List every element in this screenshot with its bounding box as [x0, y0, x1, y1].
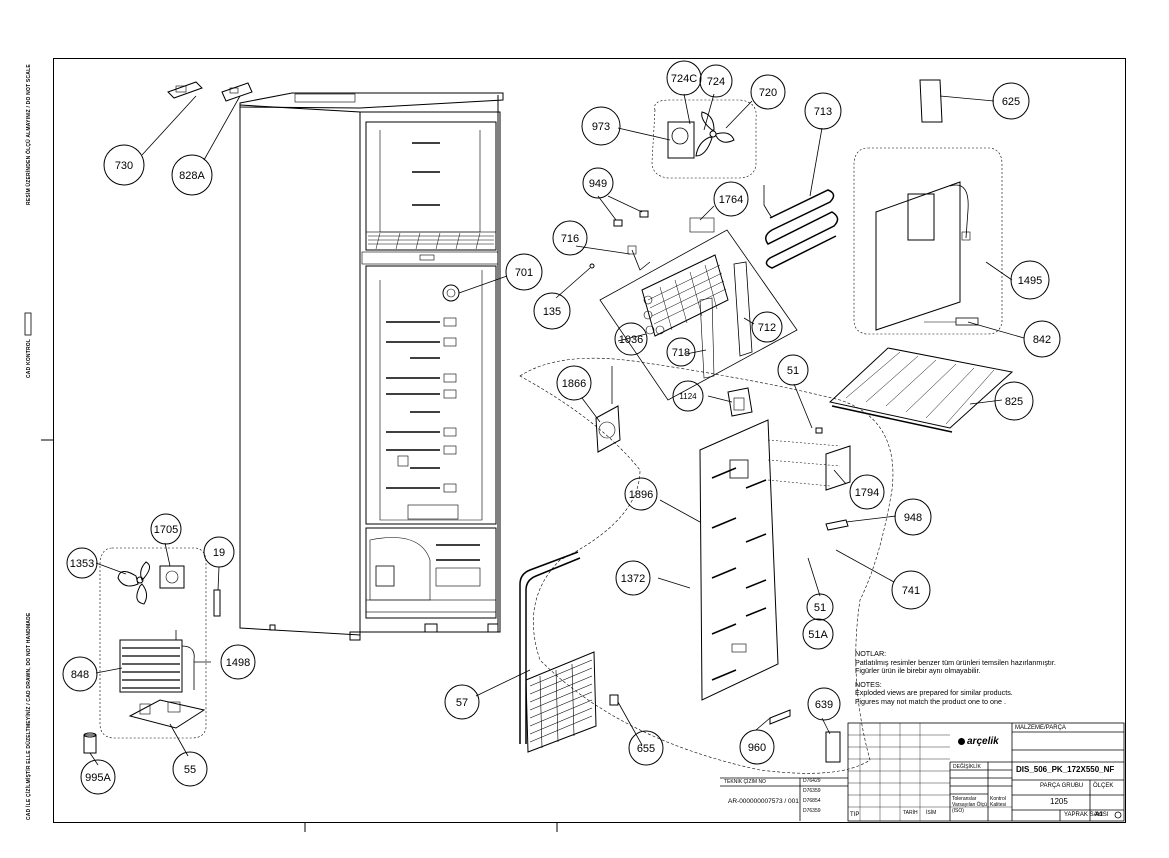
- callout-948: 948: [904, 512, 922, 524]
- notes-line1-en: Exploded views are prepared for similar …: [855, 688, 1013, 698]
- callout-741: 741: [902, 585, 920, 597]
- bracket-1124: [727, 387, 753, 417]
- part-948: [825, 519, 849, 531]
- callout-1036: 1036: [619, 334, 643, 346]
- notes-line1-tr: Patlatılmış resimler benzer tüm ürünleri…: [855, 657, 1056, 667]
- callout-724c: 724C: [671, 73, 697, 85]
- callout-51a: 51A: [808, 629, 828, 641]
- callout-circles: [62, 60, 1061, 795]
- part-group-label: PARÇA GRUBU: [1040, 783, 1084, 789]
- brand-dot-icon: [958, 738, 965, 745]
- drawing-notes: NOTLAR: Patlatılmış resimler benzer tüm …: [855, 649, 1056, 707]
- callout-712: 712: [758, 322, 776, 334]
- rear-panel-assembly: [853, 147, 1003, 335]
- sheet-label: YAPRAK SAYISI: [1064, 812, 1109, 818]
- handle-parts: [167, 81, 253, 102]
- leader-lines: [89, 93, 1025, 766]
- callout-730: 730: [115, 160, 133, 172]
- back-cover-1372: [699, 419, 841, 701]
- control-label: Kontrol Kalitesi: [990, 796, 1007, 808]
- callout-724: 724: [707, 76, 725, 88]
- part-639: [825, 731, 841, 763]
- scale-label: ÖLÇEK: [1093, 783, 1114, 789]
- brand-logo: arçelik: [958, 736, 999, 747]
- drawing-number-label: TEKNİK ÇİZİM NO: [724, 779, 766, 785]
- callout-1495: 1495: [1018, 275, 1042, 287]
- callout-labels: 730 828A 701 135 973 724C 724 720 713 62…: [70, 73, 1051, 784]
- callout-828a: 828A: [179, 170, 205, 182]
- rev-code-2: D76359: [803, 788, 821, 794]
- drawing-title: DIS_506_PK_172X550_NF: [1016, 765, 1115, 774]
- part-group-value: 1205: [1050, 797, 1068, 806]
- title-block-grid: [720, 722, 1125, 822]
- rev-code-3: D76854: [803, 798, 821, 804]
- callout-1124: 1124: [679, 392, 697, 401]
- callout-1764: 1764: [719, 194, 743, 206]
- callout-639: 639: [815, 699, 833, 711]
- part-625: [919, 79, 943, 123]
- part-51: [815, 427, 823, 434]
- callout-701: 701: [515, 267, 533, 279]
- rev-code-4: D76359: [803, 808, 821, 814]
- callout-19: 19: [213, 547, 225, 559]
- refrigerator-cabinet: [239, 92, 504, 641]
- callout-1498: 1498: [226, 657, 250, 669]
- callout-1794: 1794: [855, 487, 879, 499]
- drawing-number: AR-000000007573 / 001: [728, 798, 799, 805]
- callout-57: 57: [456, 697, 468, 709]
- callout-716: 716: [561, 233, 579, 245]
- defrost-heater: [763, 185, 839, 269]
- evaporator-fan-group: [651, 99, 757, 179]
- tolerance-label: Toleranslar Varsayılan Ölçü (ISO): [952, 796, 987, 814]
- rev-code-1: D76429: [803, 778, 821, 784]
- callout-51-top: 51: [787, 365, 799, 377]
- doc-label: MALZEME/PARÇA: [1015, 725, 1066, 731]
- evaporator-assembly: [599, 217, 798, 401]
- callout-55: 55: [184, 764, 196, 776]
- callout-625: 625: [1002, 96, 1020, 108]
- notes-line2-tr: Figürler ürün ile birebir aynı olmayabil…: [855, 666, 981, 676]
- condenser-57: [519, 551, 619, 753]
- callout-718: 718: [672, 347, 690, 359]
- callout-848: 848: [71, 669, 89, 681]
- callout-1705: 1705: [154, 524, 178, 536]
- part-960: [769, 709, 791, 725]
- callout-1896: 1896: [629, 489, 653, 501]
- notes-heading-tr: NOTLAR:: [855, 649, 887, 658]
- callout-713: 713: [814, 106, 832, 118]
- name-label: İSİM: [926, 810, 937, 816]
- condenser-fan-1866: [595, 366, 621, 453]
- callout-1866: 1866: [562, 378, 586, 390]
- callout-135: 135: [543, 306, 561, 318]
- callout-1353: 1353: [70, 558, 94, 570]
- callout-949: 949: [589, 178, 607, 190]
- tip-label: TIP: [850, 812, 860, 818]
- callout-995a: 995A: [85, 772, 111, 784]
- notes-heading-en: NOTES:: [855, 679, 882, 689]
- callout-973: 973: [592, 121, 610, 133]
- callout-960: 960: [748, 742, 766, 754]
- date-label: TARİH: [903, 810, 918, 816]
- clip-parts-949: [589, 210, 649, 269]
- callout-1372: 1372: [621, 573, 645, 585]
- sheet-value: A1: [1095, 812, 1103, 818]
- compressor-group: [83, 547, 221, 754]
- assembly-envelope-1896: [519, 357, 894, 774]
- callout-51-bottom: 51: [814, 602, 826, 614]
- notes-line2-en: Figures may not match the product one to…: [855, 696, 1007, 706]
- callout-825: 825: [1005, 396, 1023, 408]
- shelf-825: [828, 347, 1014, 433]
- callout-655: 655: [637, 743, 655, 755]
- change-label: DEĞİŞİKLİK: [953, 764, 981, 770]
- control-board-1794: [825, 445, 851, 491]
- callout-720: 720: [759, 87, 777, 99]
- callout-842: 842: [1033, 334, 1051, 346]
- drawing-frame: [53, 58, 1126, 823]
